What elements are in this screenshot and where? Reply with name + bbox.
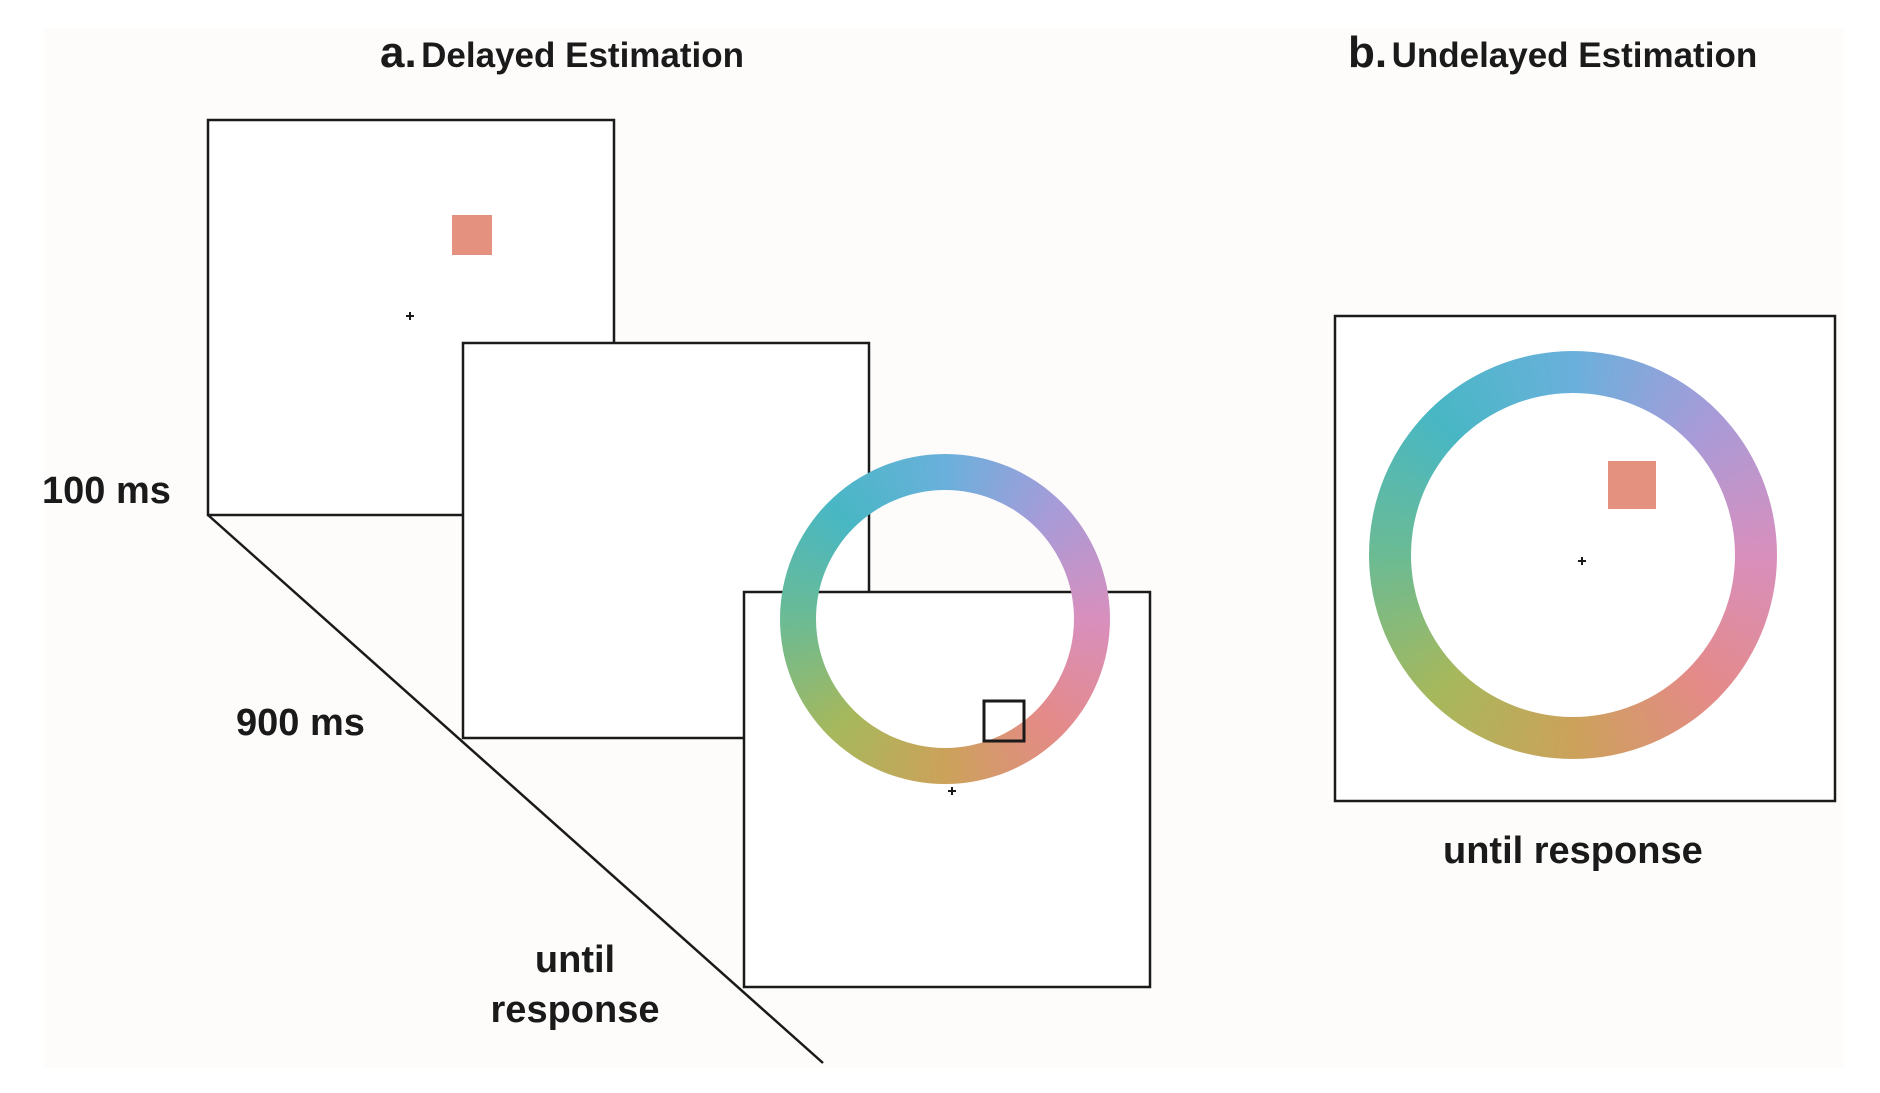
panel-a-title-text: Delayed Estimation xyxy=(421,36,745,75)
panel-b-title-text: Undelayed Estimation xyxy=(1391,36,1758,75)
timeline-diagonal-line xyxy=(207,514,824,1064)
panel-a-title: a. Delayed Estimation xyxy=(380,28,744,78)
timing-label-undelayed: until response xyxy=(1443,830,1703,872)
panel-b-title: b. Undelayed Estimation xyxy=(1348,28,1757,78)
probe-location-square xyxy=(982,699,1026,743)
panel-b-letter: b. xyxy=(1348,28,1388,77)
timing-label-third-line2: response xyxy=(490,989,660,1031)
fixation-cross-icon xyxy=(1578,557,1586,565)
timing-label-first: 100 ms xyxy=(42,470,171,512)
fixation-cross-icon xyxy=(948,787,956,795)
frame-response xyxy=(742,454,1152,989)
timing-label-second: 900 ms xyxy=(236,702,365,744)
stimulus-color-square xyxy=(452,215,492,255)
timing-label-third: until response xyxy=(470,935,680,1035)
frame-undelayed xyxy=(1333,314,1837,803)
panel-a-letter: a. xyxy=(380,28,417,77)
stimulus-color-square xyxy=(1608,461,1656,509)
timing-label-third-line1: until xyxy=(534,939,616,981)
fixation-cross-icon xyxy=(406,312,414,320)
